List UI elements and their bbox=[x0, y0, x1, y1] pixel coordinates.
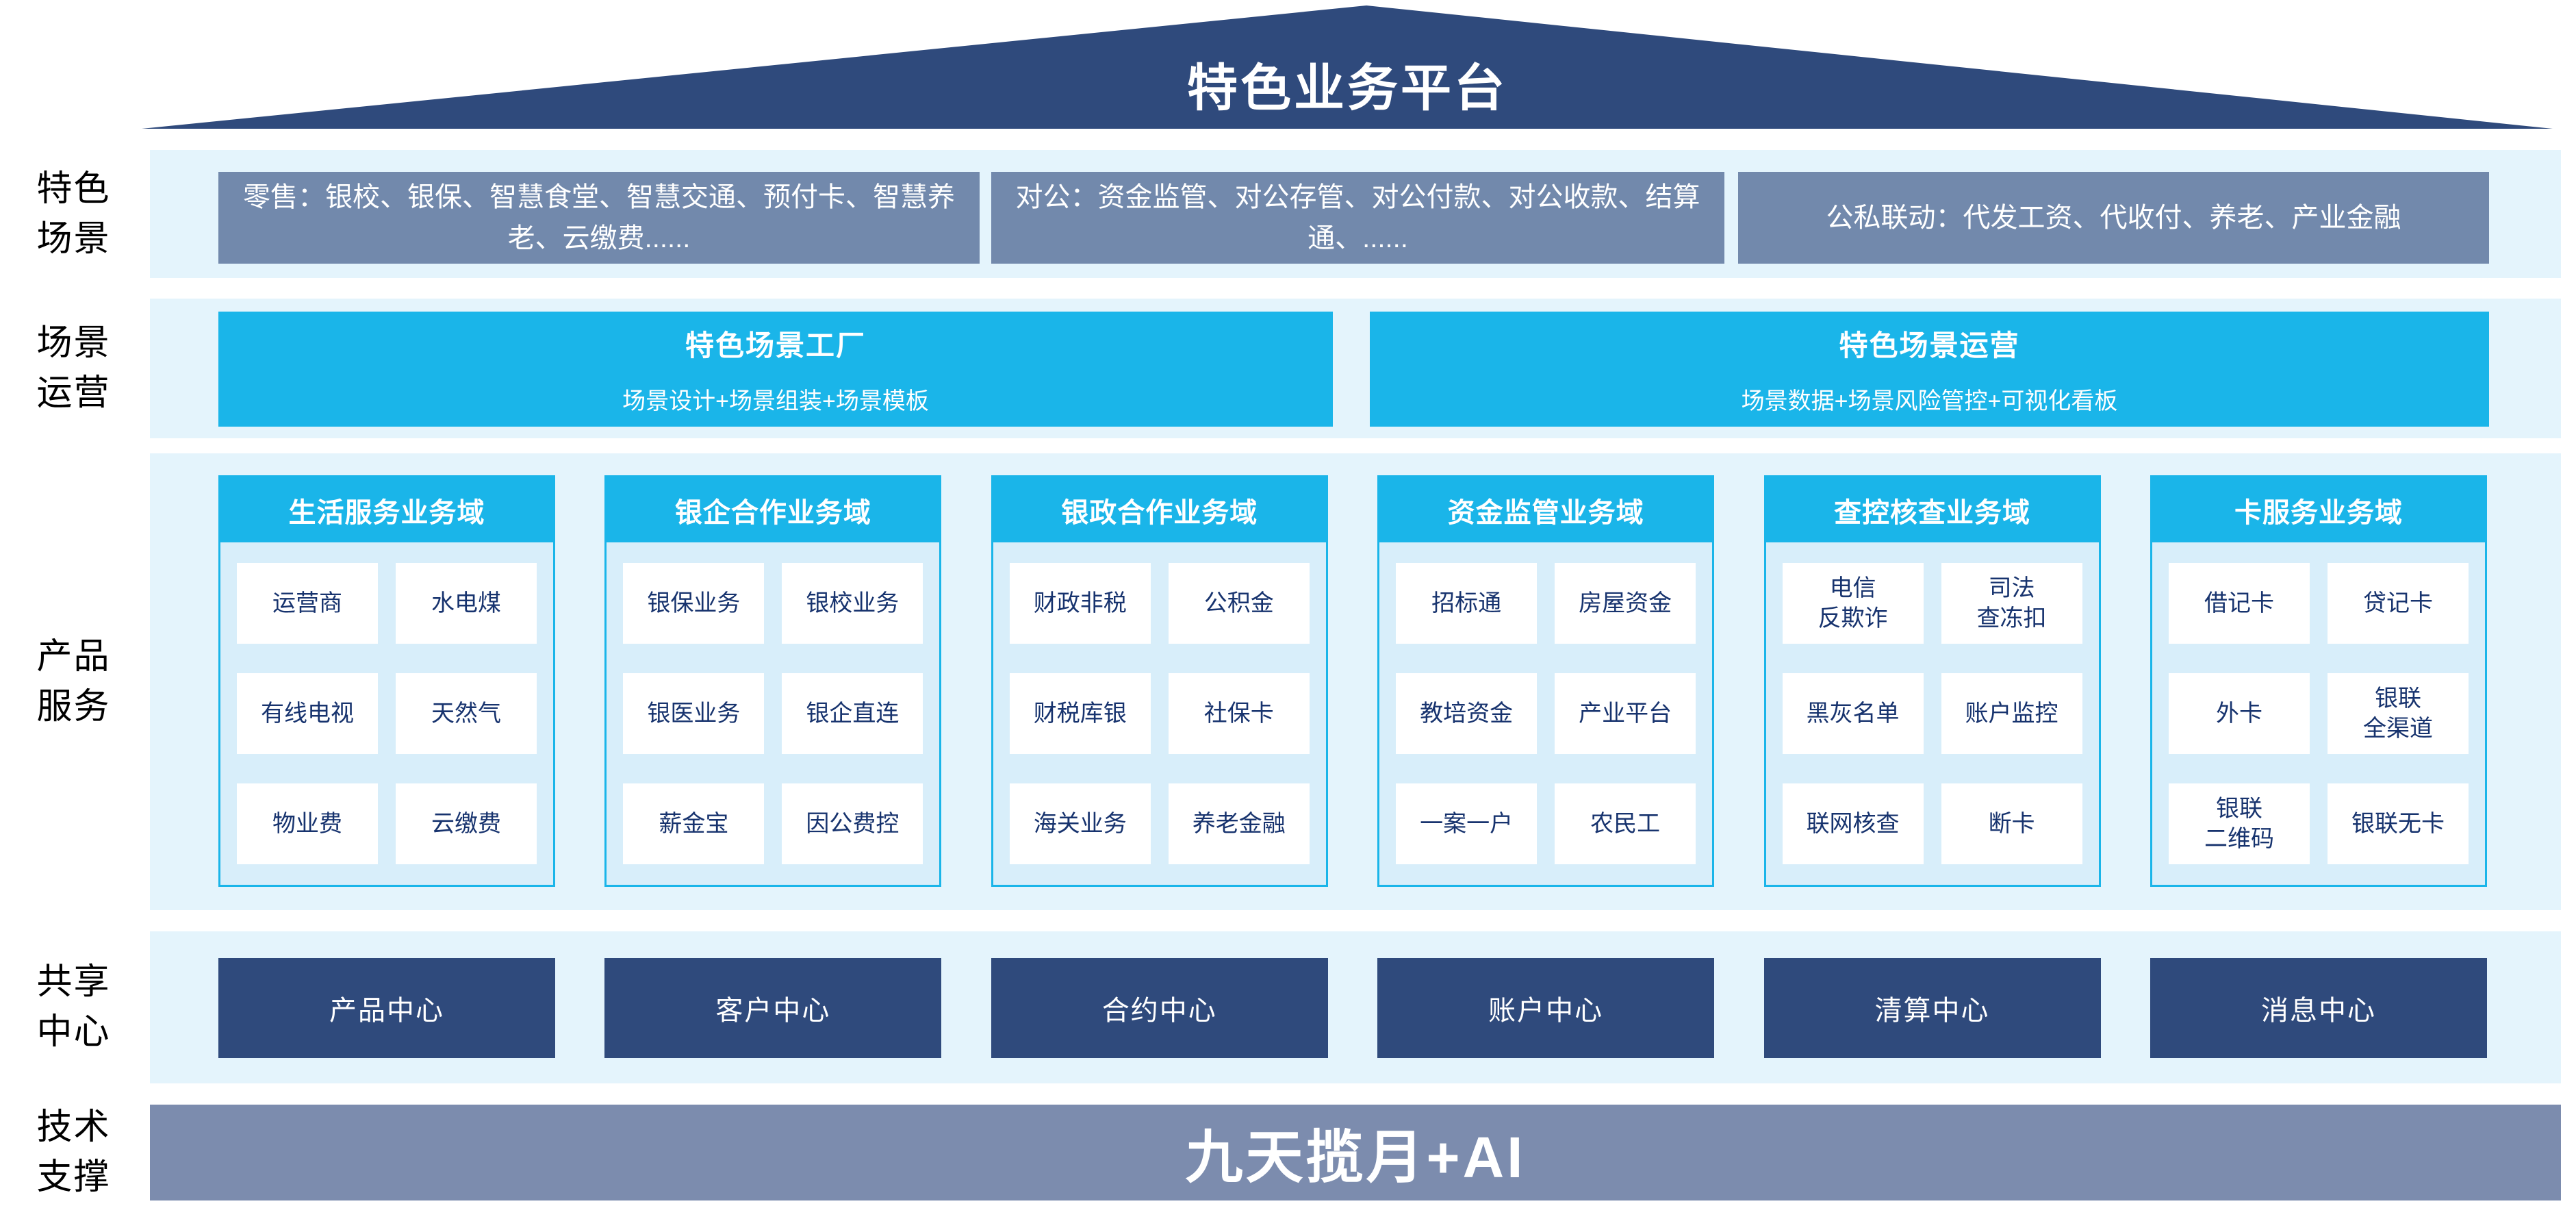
product-column-body: 银保业务 银校业务 银医业务 银企直连 薪金宝 因公费控 bbox=[607, 542, 939, 885]
product-cell: 黑灰名单 bbox=[1782, 673, 1924, 754]
platform-roof: 特色业务平台 bbox=[142, 5, 2553, 129]
product-cell: 公积金 bbox=[1168, 563, 1310, 644]
center-boxes: 产品中心 客户中心 合约中心 账户中心 清算中心 消息中心 bbox=[218, 958, 2487, 1058]
tech-support-text: 九天揽月+AI bbox=[1185, 1124, 1526, 1190]
center-box-customer: 客户中心 bbox=[604, 958, 942, 1058]
product-cell: 物业费 bbox=[237, 783, 378, 864]
product-cell: 农民工 bbox=[1555, 783, 1696, 864]
product-cell: 电信 反欺诈 bbox=[1782, 563, 1924, 644]
product-column-body: 电信 反欺诈 司法 查冻扣 黑灰名单 账户监控 联网核查 断卡 bbox=[1766, 542, 2099, 885]
product-cell: 因公费控 bbox=[782, 783, 923, 864]
product-cell: 财政非税 bbox=[1009, 563, 1151, 644]
product-cell: 天然气 bbox=[396, 673, 537, 754]
product-cell: 外卡 bbox=[2168, 673, 2310, 754]
product-cell: 银保业务 bbox=[623, 563, 765, 644]
product-cell: 断卡 bbox=[1941, 783, 2082, 864]
scenes-band: 零售：银校、银保、智慧食堂、智慧交通、预付卡、智慧养老、云缴费...... 对公… bbox=[150, 150, 2561, 278]
product-column-header: 卡服务业务域 bbox=[2152, 477, 2485, 542]
product-column-header: 银政合作业务域 bbox=[993, 477, 1326, 542]
centers-band: 产品中心 客户中心 合约中心 账户中心 清算中心 消息中心 bbox=[150, 931, 2561, 1083]
product-column-header: 查控核查业务域 bbox=[1765, 477, 2099, 542]
scene-box-retail: 零售：银校、银保、智慧食堂、智慧交通、预付卡、智慧养老、云缴费...... bbox=[218, 172, 980, 264]
center-box-message: 消息中心 bbox=[2150, 958, 2487, 1058]
product-cell: 海关业务 bbox=[1009, 783, 1151, 864]
product-columns: 生活服务业务域 运营商 水电煤 有线电视 天然气 物业费 云缴费 银企合作业务域… bbox=[218, 475, 2487, 887]
product-cell: 房屋资金 bbox=[1555, 563, 1696, 644]
product-cell: 一案一户 bbox=[1396, 783, 1538, 864]
product-cell: 银医业务 bbox=[623, 673, 765, 754]
product-column-card-services: 卡服务业务域 借记卡 贷记卡 外卡 银联 全渠道 银联 二维码 银联无卡 bbox=[2150, 475, 2487, 887]
product-cell: 水电煤 bbox=[396, 563, 537, 644]
product-cell: 产业平台 bbox=[1555, 673, 1696, 754]
product-cell: 银校业务 bbox=[782, 563, 923, 644]
row-label-centers: 共享 中心 bbox=[36, 962, 111, 1052]
center-box-account: 账户中心 bbox=[1377, 958, 1715, 1058]
operation-box-title: 特色场景运营 bbox=[1839, 329, 2020, 362]
row-label-scenes: 特色 场景 bbox=[36, 168, 111, 259]
center-box-contract: 合约中心 bbox=[991, 958, 1328, 1058]
scene-box-corporate: 对公：资金监管、对公存管、对公付款、对公收款、结算通、...... bbox=[991, 172, 1724, 264]
row-label-products: 产品 服务 bbox=[36, 636, 111, 727]
center-box-clearing: 清算中心 bbox=[1763, 958, 2101, 1058]
products-band: 生活服务业务域 运营商 水电煤 有线电视 天然气 物业费 云缴费 银企合作业务域… bbox=[150, 453, 2561, 910]
row-label-tech: 技术 支撑 bbox=[36, 1107, 111, 1197]
operation-box-title: 特色场景工厂 bbox=[685, 329, 866, 362]
product-column-header: 银企合作业务域 bbox=[607, 477, 940, 542]
product-cell: 薪金宝 bbox=[623, 783, 765, 864]
operation-box-ops: 特色场景运营 场景数据+场景风险管控+可视化看板 bbox=[1370, 312, 2489, 427]
center-box-product: 产品中心 bbox=[218, 958, 555, 1058]
product-column-bank-enterprise: 银企合作业务域 银保业务 银校业务 银医业务 银企直连 薪金宝 因公费控 bbox=[604, 475, 942, 887]
product-column-bank-government: 银政合作业务域 财政非税 公积金 财税库银 社保卡 海关业务 养老金融 bbox=[991, 475, 1328, 887]
platform-title: 特色业务平台 bbox=[1187, 60, 1507, 116]
product-cell: 联网核查 bbox=[1782, 783, 1924, 864]
operation-band: 特色场景工厂 场景设计+场景组装+场景模板 特色场景运营 场景数据+场景风险管控… bbox=[150, 299, 2561, 438]
product-column-check-verification: 查控核查业务域 电信 反欺诈 司法 查冻扣 黑灰名单 账户监控 联网核查 断卡 bbox=[1763, 475, 2101, 887]
tech-support-bar: 九天揽月+AI bbox=[150, 1105, 2561, 1200]
product-column-life-services: 生活服务业务域 运营商 水电煤 有线电视 天然气 物业费 云缴费 bbox=[218, 475, 555, 887]
operation-box-subtitle: 场景数据+场景风险管控+可视化看板 bbox=[1741, 388, 2118, 414]
product-cell: 银联 全渠道 bbox=[2327, 673, 2469, 754]
product-column-header: 资金监管业务域 bbox=[1379, 477, 1713, 542]
product-cell: 社保卡 bbox=[1168, 673, 1310, 754]
product-cell: 云缴费 bbox=[396, 783, 537, 864]
product-cell: 财税库银 bbox=[1009, 673, 1151, 754]
product-cell: 贷记卡 bbox=[2327, 563, 2469, 644]
product-cell: 银联无卡 bbox=[2327, 783, 2469, 864]
product-cell: 运营商 bbox=[237, 563, 378, 644]
product-column-body: 财政非税 公积金 财税库银 社保卡 海关业务 养老金融 bbox=[993, 542, 1326, 885]
operation-box-subtitle: 场景设计+场景组装+场景模板 bbox=[622, 388, 929, 414]
product-cell: 招标通 bbox=[1396, 563, 1538, 644]
product-column-body: 招标通 房屋资金 教培资金 产业平台 一案一户 农民工 bbox=[1379, 542, 1712, 885]
product-column-fund-supervision: 资金监管业务域 招标通 房屋资金 教培资金 产业平台 一案一户 农民工 bbox=[1377, 475, 1715, 887]
product-column-header: 生活服务业务域 bbox=[220, 477, 553, 542]
scene-box-linkage: 公私联动：代发工资、代收付、养老、产业金融 bbox=[1738, 172, 2489, 264]
row-label-operation: 场景 运营 bbox=[36, 323, 111, 413]
product-cell: 借记卡 bbox=[2168, 563, 2310, 644]
product-cell: 有线电视 bbox=[237, 673, 378, 754]
product-cell: 司法 查冻扣 bbox=[1941, 563, 2082, 644]
operation-box-factory: 特色场景工厂 场景设计+场景组装+场景模板 bbox=[218, 312, 1333, 427]
product-cell: 养老金融 bbox=[1168, 783, 1310, 864]
product-cell: 银企直连 bbox=[782, 673, 923, 754]
product-column-body: 运营商 水电煤 有线电视 天然气 物业费 云缴费 bbox=[220, 542, 553, 885]
product-cell: 银联 二维码 bbox=[2168, 783, 2310, 864]
product-column-body: 借记卡 贷记卡 外卡 银联 全渠道 银联 二维码 银联无卡 bbox=[2152, 542, 2485, 885]
product-cell: 教培资金 bbox=[1396, 673, 1538, 754]
product-cell: 账户监控 bbox=[1941, 673, 2082, 754]
